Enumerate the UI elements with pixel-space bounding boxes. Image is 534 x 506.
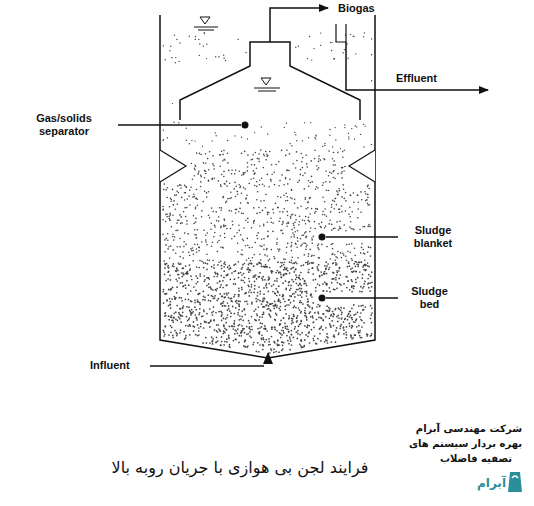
watermark-text: آبرام	[477, 477, 506, 490]
part-label: Gas/solids separator	[14, 112, 114, 138]
part-label: Biogas	[338, 2, 375, 15]
part-label: Influent	[90, 359, 130, 372]
part-label: Sludge bed	[402, 285, 457, 311]
watermark-text: تصفیه فاضلاب	[440, 452, 512, 465]
watermark-text: شرکت مهندسی آبرام	[416, 422, 522, 435]
part-label: Sludge blanket	[402, 224, 464, 250]
caption: فرایند لجن بی هوازی با جریان روبه بالا	[112, 458, 369, 478]
part-label: Effluent	[396, 72, 437, 85]
watermark-text: بهره بردار سیستم های	[409, 437, 522, 450]
